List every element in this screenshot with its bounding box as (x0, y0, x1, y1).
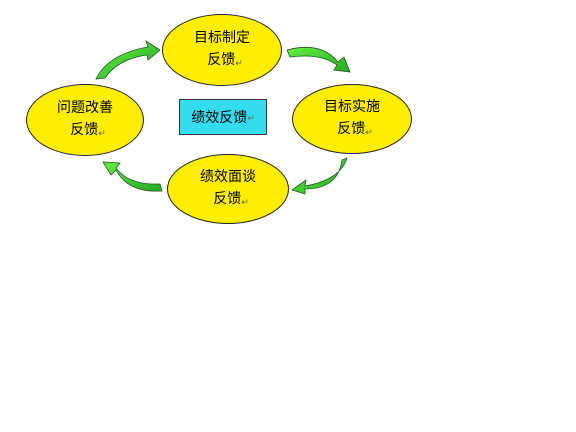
paragraph-mark: ↵ (98, 129, 106, 139)
node-goal-implementation-line2: 反馈 (337, 121, 366, 137)
node-goal-setting-line1: 目标制定 (194, 30, 250, 46)
node-performance-interview-line2: 反馈 (213, 191, 242, 207)
node-problem-improvement: 问题改善 反馈↵ (26, 84, 144, 156)
node-performance-interview-line1: 绩效面谈 (200, 169, 256, 185)
center-label: 绩效反馈 (191, 110, 248, 126)
arrow-goal-to-implement (286, 46, 351, 73)
paragraph-mark: ↵ (235, 59, 243, 69)
arrow-interview-to-improve (102, 161, 163, 192)
paragraph-mark: ↵ (365, 128, 373, 138)
node-problem-improvement-line1: 问题改善 (57, 100, 113, 116)
node-goal-setting-line2: 反馈 (207, 52, 236, 68)
node-problem-improvement-line2: 反馈 (70, 122, 99, 138)
paragraph-mark: ↵ (241, 198, 249, 208)
center-box: 绩效反馈↵ (179, 99, 267, 135)
node-performance-interview: 绩效面谈 反馈↵ (167, 154, 289, 224)
node-goal-setting: 目标制定 反馈↵ (162, 14, 282, 86)
arrow-implement-to-interview (291, 157, 348, 195)
node-goal-implementation: 目标实施 反馈↵ (292, 84, 412, 154)
node-goal-implementation-line1: 目标实施 (324, 99, 380, 115)
arrow-improve-to-goal (95, 40, 161, 80)
paragraph-mark: ↵ (247, 114, 255, 124)
